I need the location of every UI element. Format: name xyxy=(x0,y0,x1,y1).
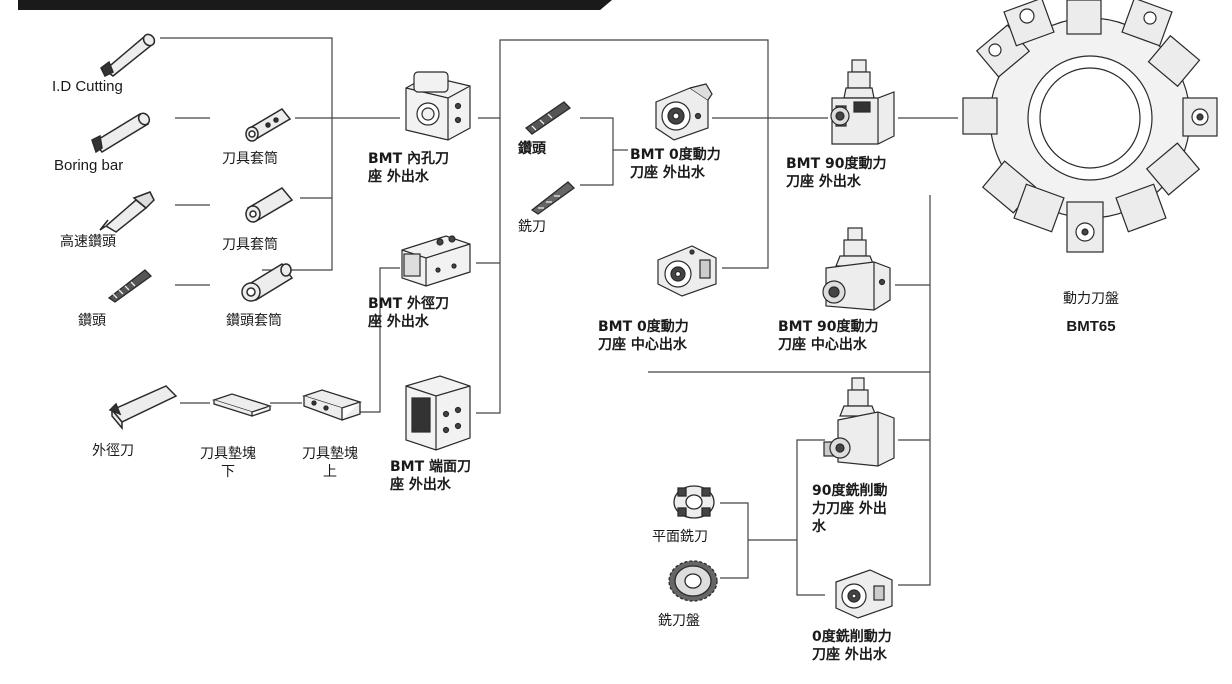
tool-sleeve-1-label: 刀具套筒 xyxy=(222,151,278,167)
mill-disc-label: 銑刀盤 xyxy=(658,613,700,629)
shim-lower-label: 刀具墊塊 下 xyxy=(200,446,256,480)
mill-disc-icon xyxy=(666,558,720,604)
turret-name-label: 動力刀盤 xyxy=(1063,291,1119,307)
shim-lower-icon xyxy=(210,390,273,418)
shim-upper-icon xyxy=(300,388,363,422)
bmt-od-holder-label: BMT 外徑刀 座 外出水 xyxy=(368,296,450,330)
boring-bar-icon xyxy=(88,108,158,156)
bmt-od-holder-icon xyxy=(398,228,474,288)
mill-cutter-label: 銑刀 xyxy=(518,219,546,235)
bmt-bore-holder-icon xyxy=(398,68,478,146)
high-speed-drill-icon xyxy=(98,190,156,233)
tool-sleeve-1-icon xyxy=(242,103,294,142)
od-tool-label: 外徑刀 xyxy=(92,443,134,459)
mill-0deg-label: 0度銑削動力 刀座 外出水 xyxy=(812,629,892,663)
drill-sleeve-icon xyxy=(238,258,296,302)
bmt-90deg-center-icon xyxy=(818,226,896,316)
bmt-0deg-center-icon xyxy=(652,238,722,300)
bmt-face-holder-label: BMT 端面刀 座 外出水 xyxy=(390,459,472,493)
drill-left-label: 鑽頭 xyxy=(78,313,106,329)
drill-icon xyxy=(105,266,153,303)
bmt-0deg-ext-icon xyxy=(650,82,714,144)
turret-model-label: BMT65 xyxy=(1066,318,1116,335)
shim-upper-label: 刀具墊塊 上 xyxy=(302,446,358,480)
bmt-bore-holder-label: BMT 內孔刀 座 外出水 xyxy=(368,151,450,185)
tool-sleeve-2-icon xyxy=(242,182,296,223)
header-bar xyxy=(18,0,612,10)
mill-0deg-holder-icon xyxy=(826,566,898,622)
id-cutting-tool-icon xyxy=(95,30,160,78)
high-speed-drill-label: 高速鑽頭 xyxy=(60,234,116,250)
face-mill-label: 平面銑刀 xyxy=(652,529,708,545)
boring-bar-label: Boring bar xyxy=(54,157,124,174)
bmt-90deg-ext-label: BMT 90度動力 刀座 外出水 xyxy=(786,156,887,190)
drill-mid-label: 鑽頭 xyxy=(518,141,546,157)
bmt-90deg-center-label: BMT 90度動力 刀座 中心出水 xyxy=(778,319,879,353)
bmt-face-holder-icon xyxy=(400,372,476,454)
mill-90deg-holder-icon xyxy=(818,376,898,472)
bmt-90deg-ext-icon xyxy=(826,58,898,150)
bmt65-turret-icon xyxy=(955,0,1225,262)
bmt-0deg-center-label: BMT 0度動力 刀座 中心出水 xyxy=(598,319,689,353)
drill-sleeve-label: 鑽頭套筒 xyxy=(226,313,282,329)
od-tool-icon xyxy=(108,380,180,431)
mill-90deg-label: 90度銑削動 力刀座 外出 水 xyxy=(812,483,888,535)
bmt-0deg-ext-label: BMT 0度動力 刀座 外出水 xyxy=(630,147,721,181)
face-mill-icon xyxy=(670,480,718,522)
id-cutting-label: I.D Cutting xyxy=(52,78,123,95)
tool-sleeve-2-label: 刀具套筒 xyxy=(222,237,278,253)
mill-cutter-icon xyxy=(528,178,576,215)
drill-mid-icon xyxy=(522,98,572,135)
